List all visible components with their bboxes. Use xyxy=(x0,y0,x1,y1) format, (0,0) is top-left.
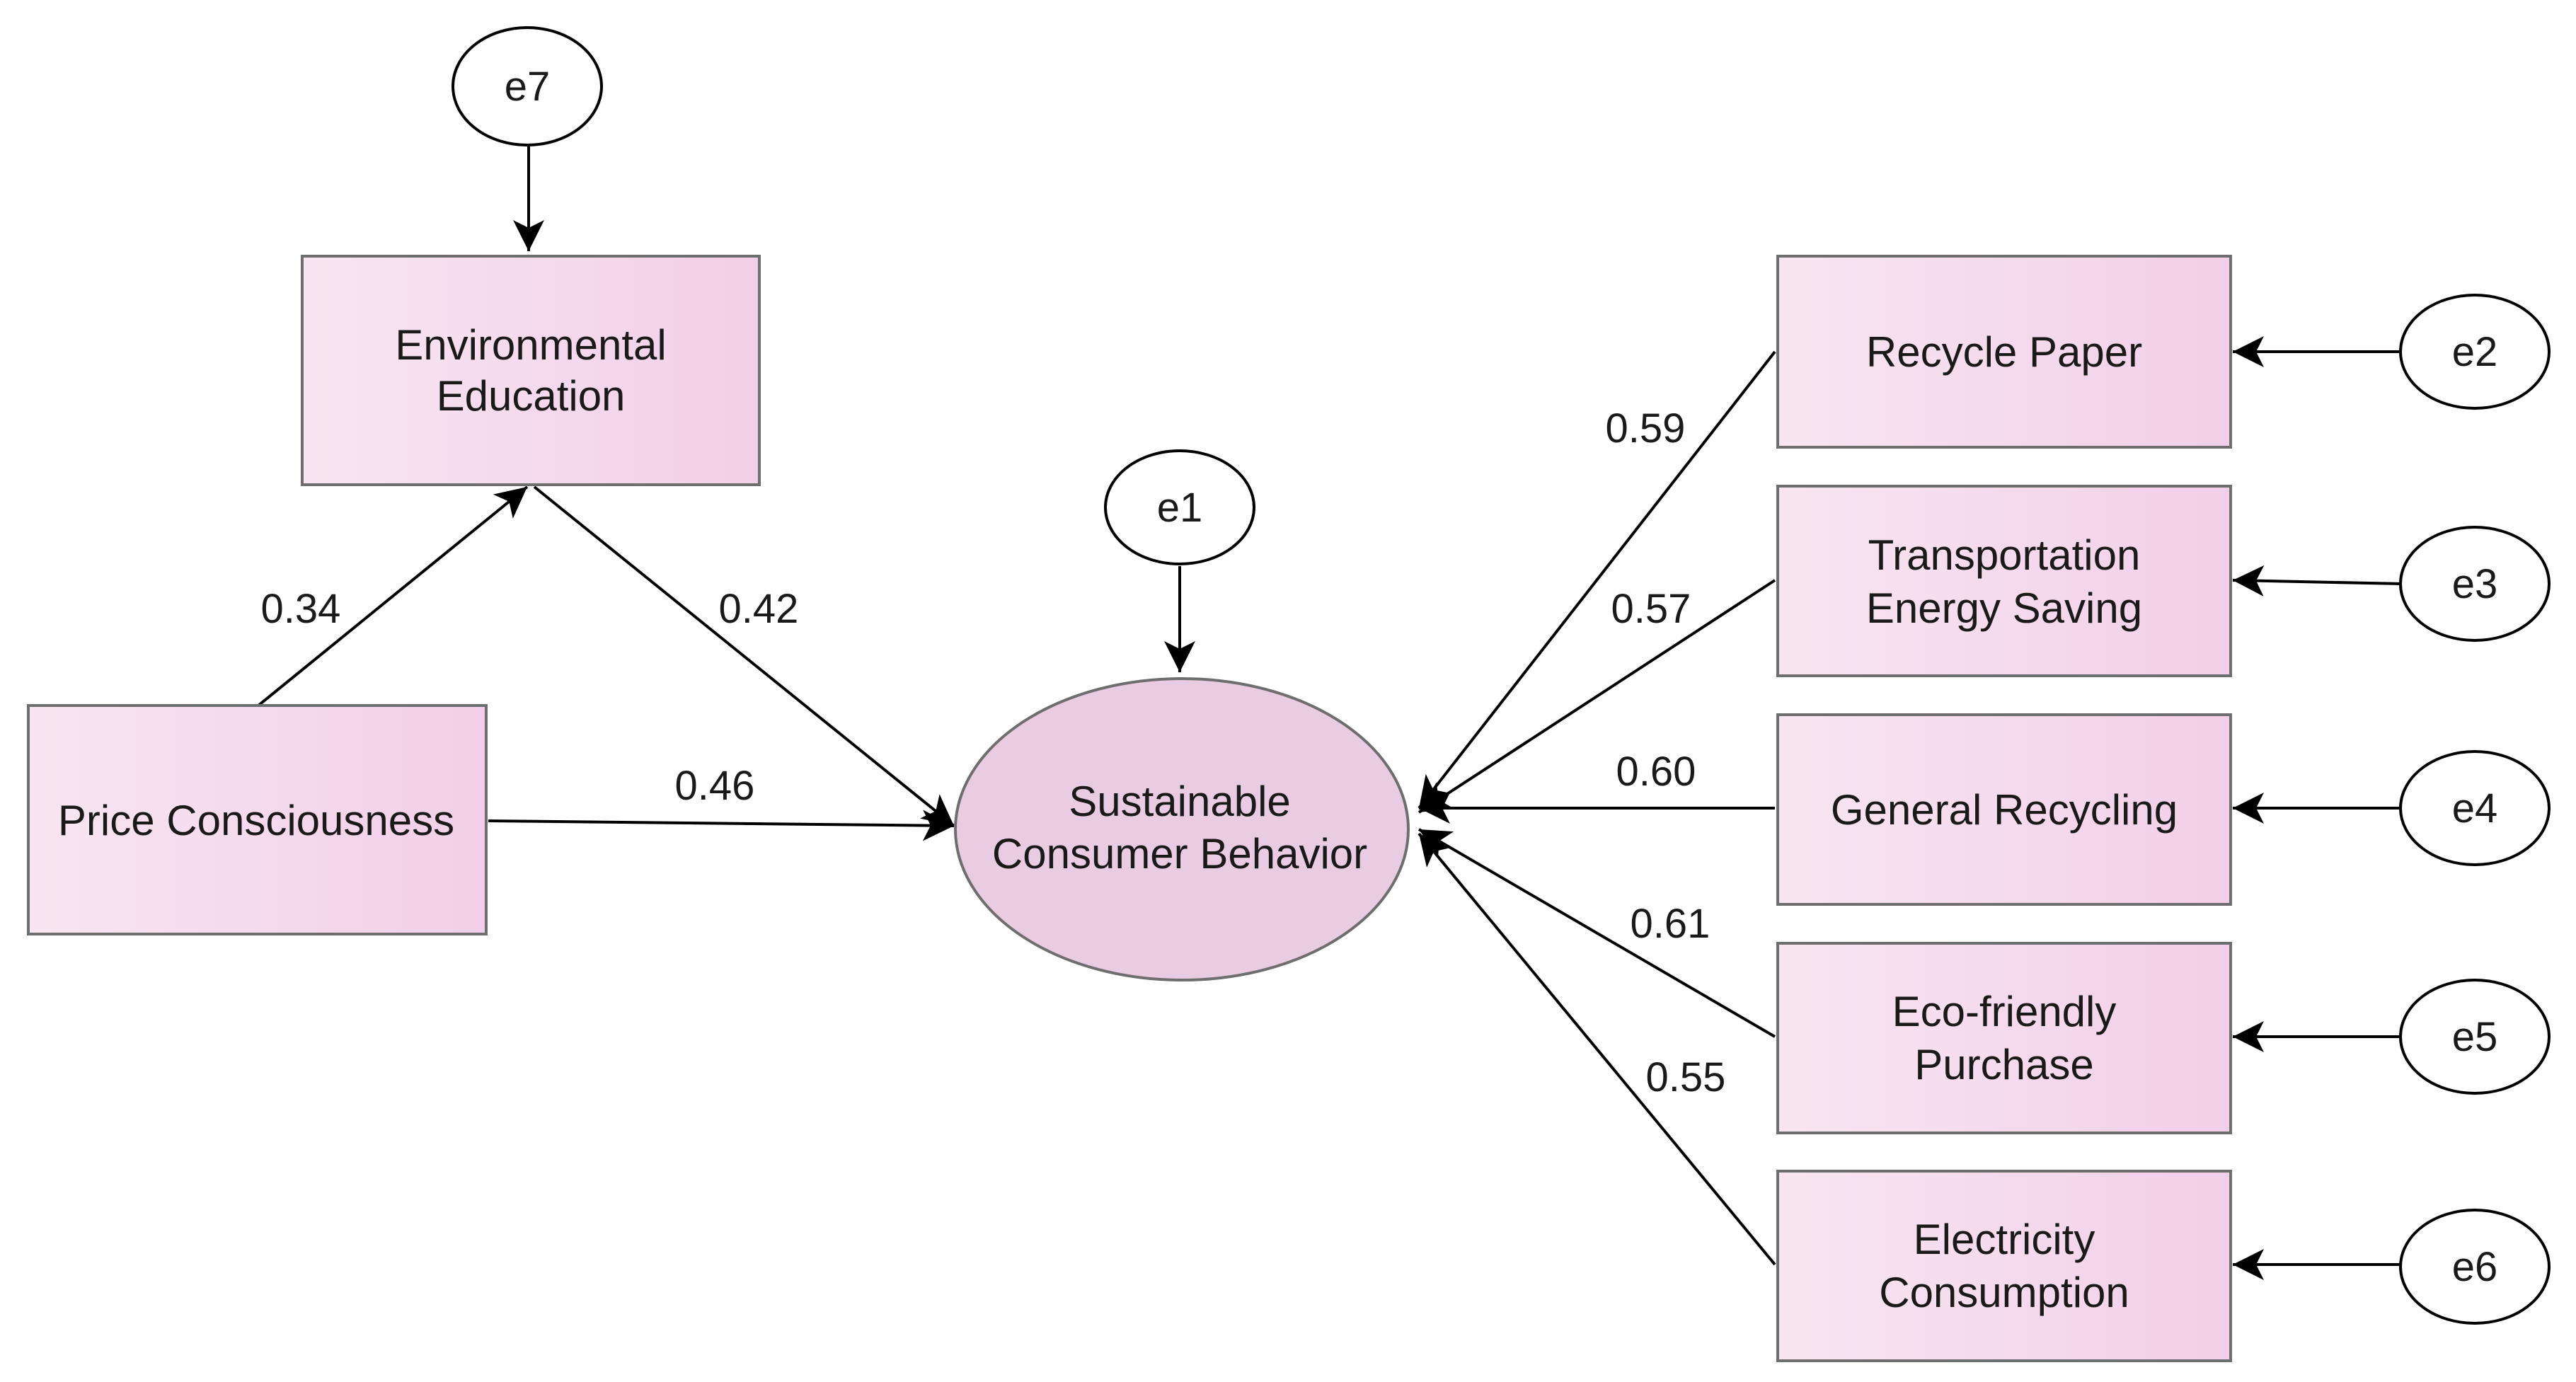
error-e7-label: e7 xyxy=(505,64,551,110)
coef-eco-friendly: 0.61 xyxy=(1631,901,1710,947)
electricity-consumption-label-line-2: Consumption xyxy=(1879,1269,2129,1316)
coef-recycle-paper: 0.59 xyxy=(1606,405,1686,451)
node-environmental-education: Environmental Education xyxy=(301,255,761,486)
transportation-energy-saving-label-line-1: Transportation xyxy=(1868,531,2141,579)
node-recycle-paper: Recycle Paper xyxy=(1776,255,2232,449)
environmental-education-label-line-2: Education xyxy=(437,372,626,420)
error-e2: e2 xyxy=(2399,294,2551,410)
error-e6-label: e6 xyxy=(2452,1244,2498,1290)
error-e4-ellipse xyxy=(2399,750,2551,866)
coef-electricity: 0.55 xyxy=(1646,1054,1726,1100)
node-eco-friendly-purchase: Eco-friendly Purchase xyxy=(1776,942,2232,1134)
error-e4-label: e4 xyxy=(2452,785,2498,831)
price-consciousness-label: Price Consciousness xyxy=(58,797,454,844)
node-transportation-energy-saving: Transportation Energy Saving xyxy=(1776,485,2232,677)
error-e4: e4 xyxy=(2399,750,2551,866)
price-consciousness-box xyxy=(27,704,488,935)
error-e6: e6 xyxy=(2399,1209,2551,1325)
electricity-consumption-box xyxy=(1776,1170,2232,1362)
error-e3: e3 xyxy=(2399,526,2551,642)
sustainable-consumer-behavior-label-line-2: Consumer Behavior xyxy=(992,830,1367,877)
coef-environmental-to-scb: 0.42 xyxy=(719,586,799,632)
eco-friendly-purchase-label-line-2: Purchase xyxy=(1914,1041,2093,1088)
recycle-paper-box xyxy=(1776,255,2232,449)
edge-eco-friendly-to-scb xyxy=(1418,828,1776,1038)
edge-e3-to-transportation xyxy=(2232,565,2403,597)
edge-electricity-to-scb xyxy=(1418,832,1776,1266)
error-e7-ellipse xyxy=(452,26,603,146)
edge-price-to-scb xyxy=(488,810,955,841)
edge-recycle-paper-to-scb xyxy=(1418,350,1776,810)
edge-transportation-to-scb xyxy=(1418,579,1776,814)
transportation-energy-saving-label-line-2: Energy Saving xyxy=(1866,585,2142,632)
node-general-recycling: General Recycling xyxy=(1776,713,2232,906)
eco-friendly-purchase-box xyxy=(1776,942,2232,1134)
error-e2-ellipse xyxy=(2399,294,2551,410)
sustainable-consumer-behavior-ellipse xyxy=(954,677,1410,981)
edge-price-to-environmental xyxy=(257,485,529,707)
error-e5-label: e5 xyxy=(2452,1014,2498,1060)
edge-environmental-to-scb xyxy=(533,485,955,827)
coef-price-to-scb: 0.46 xyxy=(675,763,755,809)
coef-price-to-environmental: 0.34 xyxy=(261,586,341,632)
node-sustainable-consumer-behavior: Sustainable Consumer Behavior xyxy=(954,677,1410,981)
transportation-energy-saving-box xyxy=(1776,485,2232,677)
recycle-paper-label: Recycle Paper xyxy=(1866,328,2142,376)
general-recycling-label: General Recycling xyxy=(1831,786,2178,834)
error-e5-ellipse xyxy=(2399,979,2551,1095)
error-e1-label: e1 xyxy=(1157,485,1203,531)
error-e1-ellipse xyxy=(1104,449,1255,565)
error-e3-label: e3 xyxy=(2452,561,2498,607)
coef-transportation: 0.57 xyxy=(1611,586,1691,632)
node-electricity-consumption: Electricity Consumption xyxy=(1776,1170,2232,1362)
error-e1: e1 xyxy=(1104,449,1255,565)
sustainable-consumer-behavior-label-line-1: Sustainable xyxy=(1069,778,1291,825)
general-recycling-box xyxy=(1776,713,2232,906)
coef-general-recycling: 0.60 xyxy=(1616,749,1696,795)
environmental-education-box xyxy=(301,255,761,486)
eco-friendly-purchase-label-line-1: Eco-friendly xyxy=(1892,988,2117,1035)
error-e2-label: e2 xyxy=(2452,329,2498,375)
node-price-consciousness: Price Consciousness xyxy=(27,704,488,935)
error-e6-ellipse xyxy=(2399,1209,2551,1325)
environmental-education-label-line-1: Environmental xyxy=(395,321,667,369)
error-e7: e7 xyxy=(452,26,603,146)
error-e5: e5 xyxy=(2399,979,2551,1095)
electricity-consumption-label-line-1: Electricity xyxy=(1914,1216,2095,1263)
error-e3-ellipse xyxy=(2399,526,2551,642)
